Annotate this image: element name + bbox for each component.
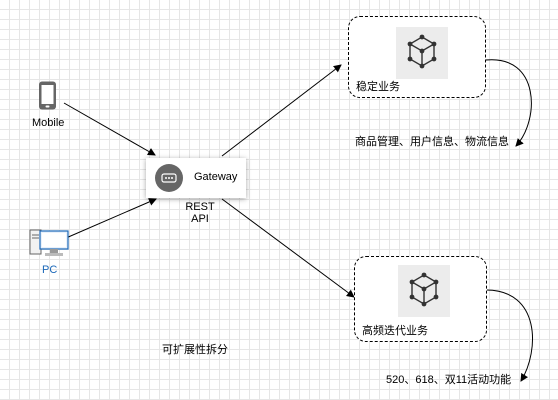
gateway-sub-label-2: API	[191, 213, 209, 225]
stable-business-label: 稳定业务	[356, 81, 400, 93]
gateway-label: Gateway	[194, 171, 238, 183]
edge-gateway-stable	[221, 64, 342, 157]
edge-mobile-gateway	[63, 102, 156, 156]
desktop-pc-icon	[29, 229, 69, 256]
api-gateway-icon	[155, 164, 183, 192]
gateway-sub-label-1: REST	[185, 201, 215, 213]
component-cube-icon	[407, 34, 437, 69]
pc-label: PC	[42, 264, 58, 276]
component-cube-icon	[409, 272, 439, 307]
iterative-business-tile	[398, 265, 450, 317]
edge-iterative-desc	[485, 289, 533, 382]
mobile-node[interactable]	[38, 81, 58, 111]
iterative-business-desc: 520、618、双11活动功能	[386, 374, 512, 386]
gateway-node[interactable]: Gateway	[146, 158, 246, 198]
pc-node[interactable]	[28, 228, 70, 258]
edge-pc-gateway	[65, 198, 157, 239]
stable-business-desc: 商品管理、用户信息、物流信息	[355, 136, 509, 148]
stable-business-tile	[396, 27, 448, 79]
edge-gateway-iterative	[221, 198, 355, 298]
iterative-business-label: 高频迭代业务	[362, 325, 428, 337]
mobile-phone-icon	[39, 81, 56, 110]
diagram-caption: 可扩展性拆分	[162, 344, 228, 356]
edge-stable-desc	[485, 59, 532, 147]
mobile-label: Mobile	[32, 117, 65, 129]
